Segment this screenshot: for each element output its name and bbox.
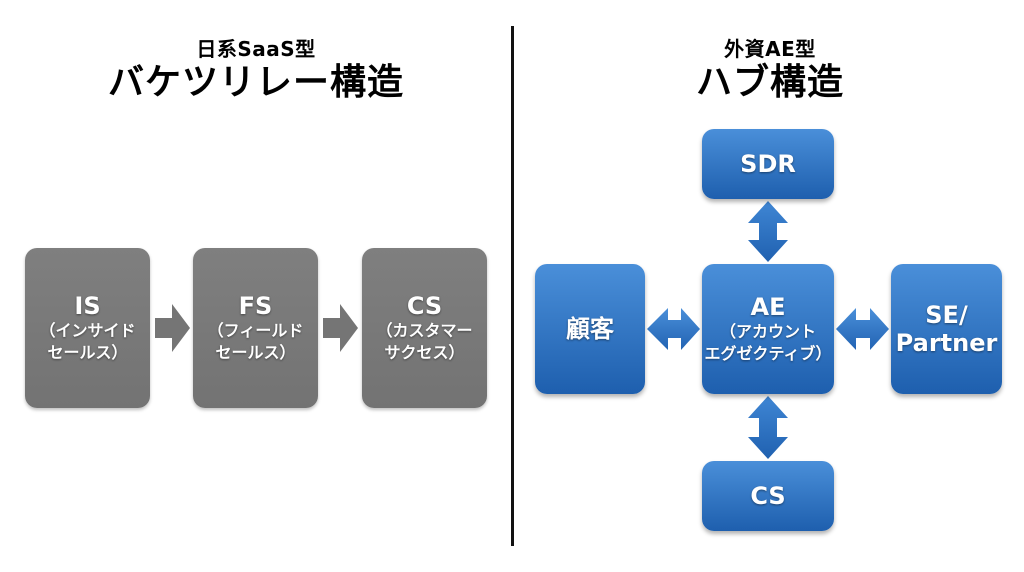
box-title-line: SE/ [925,301,968,329]
box-subtitle-line: エグゼクティブ） [704,344,832,363]
right-panel-title: 外資AE型 ハブ構造 [640,36,900,104]
box-title-line: Partner [895,329,998,357]
box-subtitle-line: セールス） [47,343,128,362]
fs-box: FS （フィールド セールス） [193,248,318,408]
box-subtitle-line: （フィールド [207,321,304,340]
sdr-box: SDR [702,129,834,199]
box-subtitle-line: セールス） [215,343,296,362]
box-title: SDR [740,150,796,178]
double-arrow-icon-ae-se [836,308,889,350]
left-heading: バケツリレー構造 [107,62,404,103]
double-arrow-icon-ae-cs [748,396,788,459]
double-arrow-icon-sdr-ae [748,201,788,262]
is-box: IS （インサイド セールス） [25,248,150,408]
left-subtitle: 日系SaaS型 [196,37,316,61]
ae-hub-box: AE （アカウント エグゼクティブ） [702,264,834,394]
right-arrow-icon-fs-cs [323,304,358,352]
box-title: CS [406,292,443,320]
right-subtitle: 外資AE型 [724,37,816,61]
se-partner-box: SE/ Partner [891,264,1002,394]
right-heading: ハブ構造 [695,62,844,103]
box-subtitle-line: サクセス） [384,343,465,362]
box-subtitle-line: （アカウント [719,322,816,341]
cs-box-right: CS [702,461,834,531]
box-title: 顧客 [566,315,614,343]
left-panel-title: 日系SaaS型 バケツリレー構造 [100,36,412,104]
box-subtitle-line: （インサイド [39,321,136,340]
box-title: FS [238,292,273,320]
panel-divider [511,26,514,546]
box-subtitle-line: （カスタマー [376,321,473,340]
box-title: CS [750,482,786,510]
cs-box-left: CS （カスタマー サクセス） [362,248,487,408]
box-title: IS [74,292,101,320]
right-arrow-icon-is-fs [155,304,190,352]
double-arrow-icon-customer-ae [647,308,700,350]
box-title: AE [750,293,786,321]
customer-box: 顧客 [535,264,645,394]
